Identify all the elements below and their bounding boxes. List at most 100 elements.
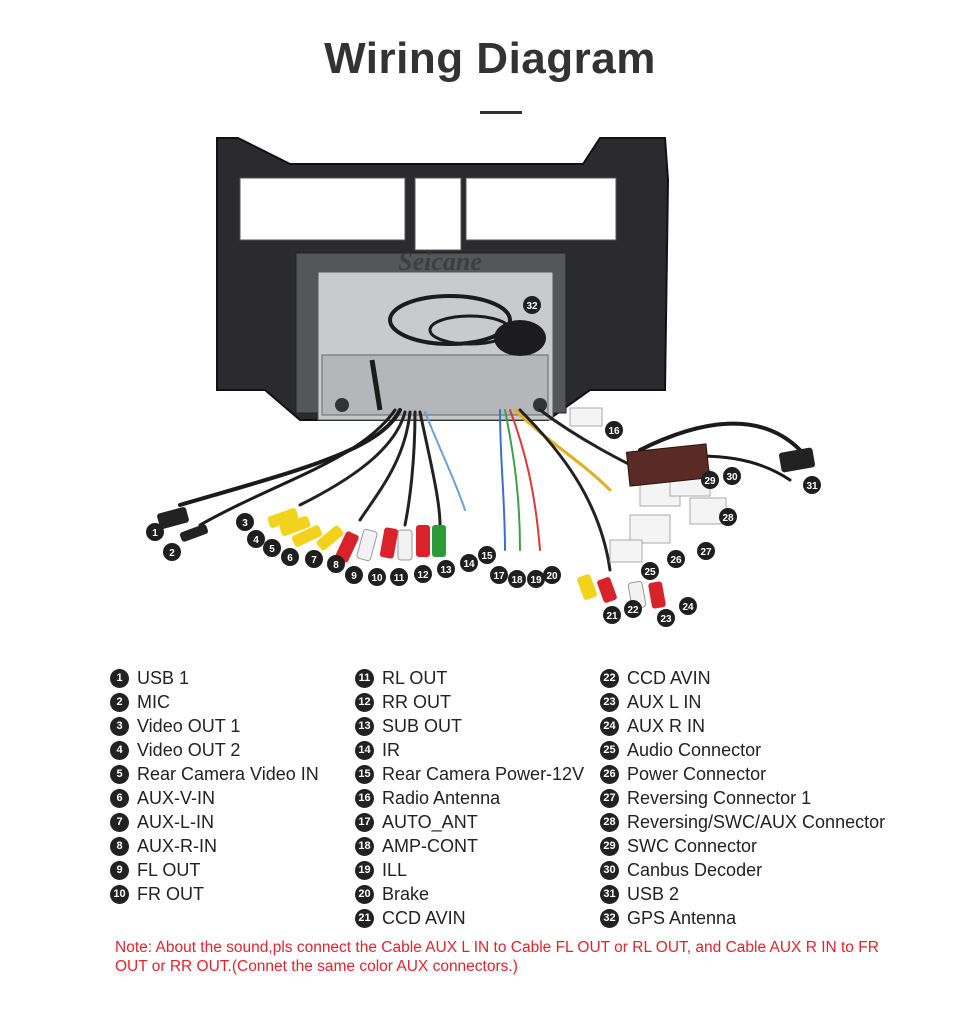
callout-28: 28: [719, 508, 737, 526]
svg-text:15: 15: [481, 551, 493, 562]
legend-label: Audio Connector: [627, 739, 762, 760]
callout-2: 2: [163, 543, 181, 561]
legend-number-badge: 15: [355, 764, 374, 784]
svg-text:13: 13: [440, 565, 452, 576]
svg-text:18: 18: [511, 575, 523, 586]
sound-connection-note: Note: About the sound,pls connect the Ca…: [115, 939, 879, 975]
legend-number-badge: 25: [600, 740, 619, 760]
svg-text:1: 1: [152, 528, 158, 539]
svg-text:8: 8: [333, 560, 339, 571]
svg-text:23: 23: [660, 614, 672, 625]
legend-label: GPS Antenna: [627, 907, 737, 928]
callout-11: 11: [390, 568, 408, 586]
callout-12: 12: [414, 565, 432, 583]
callout-6: 6: [281, 548, 299, 566]
legend-number-badge: 32: [600, 908, 619, 928]
svg-text:20: 20: [546, 571, 558, 582]
legend-item: 20 Brake: [355, 882, 584, 906]
legend-label: CCD AVIN: [627, 667, 711, 688]
callout-7: 7: [305, 550, 323, 568]
callout-32: 32: [523, 296, 541, 314]
legend-label: AUX-R-IN: [137, 835, 217, 856]
svg-text:12: 12: [417, 570, 429, 581]
legend-label: AUX L IN: [627, 691, 702, 712]
svg-text:19: 19: [530, 575, 542, 586]
svg-text:14: 14: [463, 559, 475, 570]
legend-item: 25 Audio Connector: [600, 738, 885, 762]
legend-number-badge: 23: [600, 692, 619, 712]
callout-24: 24: [679, 597, 697, 615]
svg-text:2: 2: [169, 548, 175, 559]
watermark-logo: Seicane: [398, 247, 482, 276]
callout-19: 19: [527, 570, 545, 588]
svg-text:5: 5: [269, 544, 275, 555]
callout-16: 16: [605, 421, 623, 439]
legend-number-badge: 24: [600, 716, 619, 736]
callout-23: 23: [657, 609, 675, 627]
callout-14: 14: [460, 554, 478, 572]
legend-number-badge: 28: [600, 812, 619, 832]
callout-20: 20: [543, 566, 561, 584]
svg-text:28: 28: [722, 513, 734, 524]
callout-13: 13: [437, 560, 455, 578]
legend-label: MIC: [137, 691, 170, 712]
callout-21: 21: [603, 606, 621, 624]
legend-label: Canbus Decoder: [627, 859, 763, 880]
callout-8: 8: [327, 555, 345, 573]
legend-number-badge: 2: [110, 692, 129, 712]
cable-harness: [178, 408, 802, 572]
legend-number-badge: 7: [110, 812, 129, 832]
callout-30: 30: [723, 467, 741, 485]
svg-text:24: 24: [682, 602, 694, 613]
canbus-decoder: [625, 443, 711, 487]
callout-9: 9: [345, 566, 363, 584]
svg-text:11: 11: [394, 573, 405, 584]
gps-antenna: [369, 294, 546, 411]
legend-label: IR: [382, 739, 400, 760]
legend-number-badge: 1: [110, 668, 129, 688]
legend-number-badge: 11: [355, 668, 374, 688]
legend-label: AUX-L-IN: [137, 811, 215, 832]
callout-5: 5: [263, 539, 281, 557]
svg-text:17: 17: [493, 571, 505, 582]
callout-29: 29: [701, 471, 719, 489]
title-divider: [480, 111, 522, 114]
legend-label: SWC Connector: [627, 835, 758, 856]
callout-17: 17: [490, 566, 508, 584]
legend-label: Brake: [382, 883, 430, 904]
legend-number-badge: 20: [355, 884, 374, 904]
svg-text:29: 29: [704, 476, 716, 487]
svg-text:26: 26: [670, 555, 682, 566]
mic-plug: [179, 524, 209, 542]
legend-label: AUX-V-IN: [137, 787, 216, 808]
callout-15: 15: [478, 546, 496, 564]
legend-number-badge: 9: [110, 860, 129, 880]
legend-number-badge: 3: [110, 716, 129, 736]
page-title: Wiring Diagram: [324, 34, 656, 83]
wiring-diagram-image: Seicane: [146, 137, 821, 627]
legend-label: Video OUT 2: [137, 739, 241, 760]
callout-3: 3: [236, 513, 254, 531]
svg-text:4: 4: [253, 535, 259, 546]
legend-label: Radio Antenna: [382, 787, 501, 808]
svg-text:7: 7: [311, 555, 317, 566]
legend-number-badge: 16: [355, 788, 374, 808]
legend-label: AMP-CONT: [382, 835, 478, 856]
legend-label: Rear Camera Video IN: [137, 763, 319, 784]
